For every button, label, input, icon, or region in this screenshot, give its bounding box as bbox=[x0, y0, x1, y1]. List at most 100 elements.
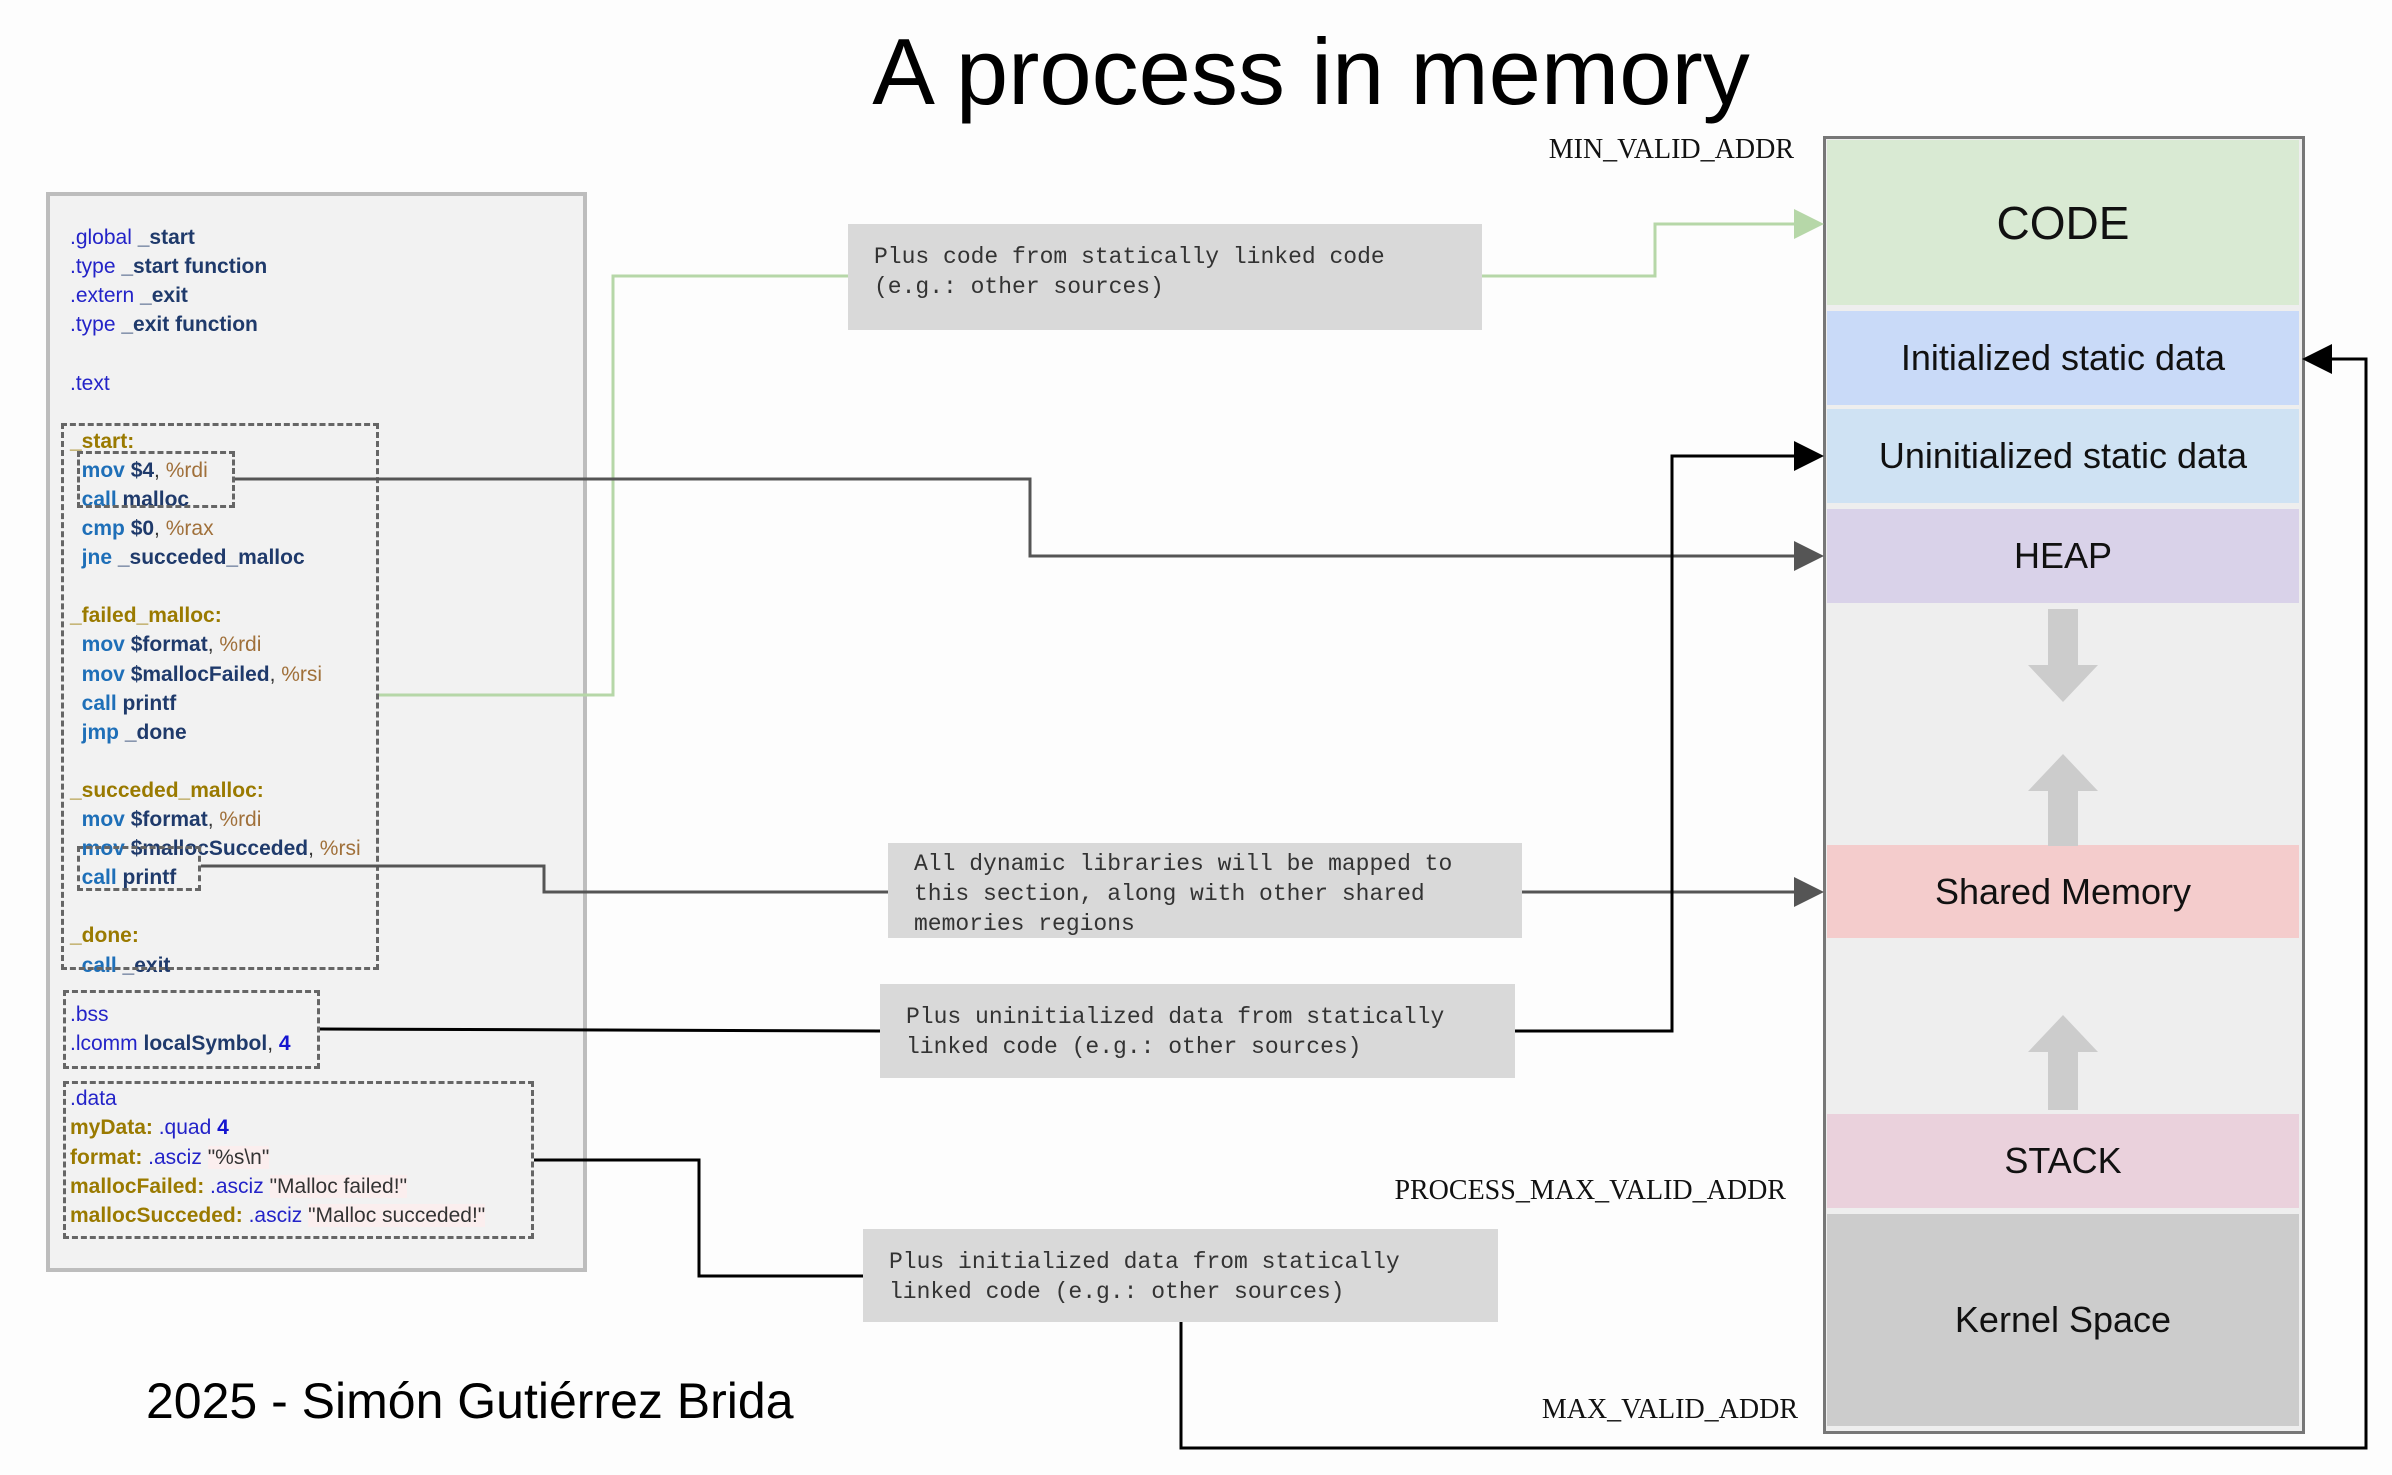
code-token-ins: call bbox=[81, 691, 123, 715]
segment-code: CODE bbox=[1827, 140, 2299, 305]
code-line: call printf bbox=[70, 864, 177, 892]
note-static-code: Plus code from statically linked code (e… bbox=[848, 224, 1482, 330]
code-token-sym: $mallocFailed bbox=[130, 662, 270, 686]
code-token-ins: mov bbox=[81, 458, 131, 482]
code-line: mov $format, %rdi bbox=[70, 806, 262, 834]
code-token-sym: _start function bbox=[121, 255, 268, 279]
code-token-reg: %rsi bbox=[281, 662, 323, 686]
code-line: .bss bbox=[70, 1001, 109, 1029]
segment-initialized-static-data: Initialized static data bbox=[1827, 311, 2299, 405]
note-shared-libraries: All dynamic libraries will be mapped to … bbox=[888, 843, 1522, 938]
code-token-plain: , bbox=[207, 633, 220, 657]
code-line: .global _start bbox=[70, 224, 195, 252]
code-token-dir: .lcomm bbox=[70, 1032, 144, 1056]
bss-section-box bbox=[63, 990, 320, 1069]
assembly-code-panel bbox=[46, 192, 587, 1272]
code-token-sym: $format bbox=[130, 808, 208, 831]
code-token-lbl: mallocFailed: bbox=[70, 1174, 211, 1198]
code-line: mallocSucceded: .asciz "Malloc succeded!… bbox=[70, 1202, 486, 1230]
connector-note-to-code bbox=[1482, 209, 1824, 278]
code-token-ins: jne bbox=[81, 546, 118, 570]
connector-malloc-to-heap bbox=[235, 477, 1824, 571]
max-valid-addr-label: MAX_VALID_ADDR bbox=[1541, 1394, 1798, 1425]
code-token-sym: $format bbox=[130, 633, 208, 657]
connector-text-to-note bbox=[379, 274, 848, 697]
code-token-reg: %rdi bbox=[219, 633, 262, 657]
code-token-sym: _exit bbox=[140, 284, 188, 308]
segment-shared-memory: Shared Memory bbox=[1827, 845, 2299, 938]
connector-data-to-note bbox=[534, 1158, 863, 1278]
code-token-lbl: format: bbox=[70, 1145, 149, 1169]
code-token-plain: , bbox=[308, 837, 320, 861]
code-token-lbl: mallocSucceded: bbox=[70, 1203, 249, 1227]
code-token-reg: %rax bbox=[165, 517, 214, 540]
code-token-sym: _start bbox=[137, 226, 195, 249]
code-token-dir: .type bbox=[70, 313, 122, 337]
connector-note-to-init bbox=[1179, 344, 2368, 1450]
code-token-dir: .extern bbox=[70, 284, 141, 308]
code-token-sym: _done bbox=[124, 720, 187, 744]
segment-kernel-space: Kernel Space bbox=[1827, 1214, 2299, 1426]
code-token-lbl: _done: bbox=[70, 924, 139, 948]
code-line: .type _start function bbox=[70, 253, 267, 281]
code-line: mov $mallocSucceded, %rsi bbox=[70, 835, 361, 863]
code-token-lbl: _start: bbox=[70, 429, 135, 453]
code-token-str: "Malloc failed!" bbox=[269, 1174, 408, 1198]
code-token-lbl: myData: bbox=[70, 1116, 159, 1140]
code-token-sym: localSymbol bbox=[143, 1032, 268, 1056]
code-line: _done: bbox=[70, 922, 139, 950]
author-credit: 2025 - Simón Gutiérrez Brida bbox=[146, 1373, 794, 1429]
segment-heap: HEAP bbox=[1827, 509, 2299, 603]
code-token-lbl: _failed_malloc: bbox=[70, 604, 222, 628]
code-line: _succeded_malloc: bbox=[70, 777, 264, 805]
code-line: jne _succeded_malloc bbox=[70, 544, 305, 572]
code-line: .type _exit function bbox=[70, 311, 258, 339]
min-valid-addr-label: MIN_VALID_ADDR bbox=[1548, 134, 1794, 165]
code-line: myData: .quad 4 bbox=[70, 1114, 229, 1142]
code-token-dir: .data bbox=[70, 1087, 117, 1111]
text-section-box bbox=[61, 423, 379, 970]
diagram-title: A process in memory bbox=[872, 19, 1750, 124]
code-token-ins: cmp bbox=[81, 517, 131, 540]
code-token-dir: .quad bbox=[158, 1116, 218, 1140]
code-line: _failed_malloc: bbox=[70, 602, 222, 630]
code-line: .data bbox=[70, 1085, 117, 1113]
code-token-ins: call bbox=[81, 866, 123, 890]
code-token-dir: .asciz bbox=[210, 1174, 270, 1198]
process-max-valid-addr-label: PROCESS_MAX_VALID_ADDR bbox=[1394, 1175, 1786, 1206]
code-token-ins: jmp bbox=[81, 720, 125, 744]
code-line: .lcomm localSymbol, 4 bbox=[70, 1030, 291, 1058]
code-token-sym: $0 bbox=[130, 517, 155, 540]
code-line: .extern _exit bbox=[70, 282, 188, 310]
code-token-plain: , bbox=[269, 662, 282, 686]
code-line: call _exit bbox=[70, 952, 171, 980]
code-line: jmp _done bbox=[70, 719, 187, 747]
malloc-call-box bbox=[77, 451, 235, 508]
printf-call-box bbox=[77, 846, 201, 891]
code-token-dir: .text bbox=[70, 371, 110, 395]
code-token-sym: printf bbox=[122, 866, 177, 890]
code-token-plain: , bbox=[207, 808, 220, 831]
code-token-ins: mov bbox=[81, 662, 131, 686]
code-line: mov $format, %rdi bbox=[70, 631, 262, 659]
connector-printf-to-note bbox=[201, 864, 888, 894]
segment-stack: STACK bbox=[1827, 1114, 2299, 1208]
code-token-num: 4 bbox=[278, 1032, 291, 1056]
code-line: mov $4, %rdi bbox=[70, 457, 208, 485]
code-token-reg: %rdi bbox=[165, 458, 208, 482]
code-line: call printf bbox=[70, 690, 177, 718]
code-token-ins: mov bbox=[81, 808, 131, 831]
code-token-dir: .asciz bbox=[148, 1145, 208, 1169]
connector-note-to-uninit bbox=[1515, 441, 1824, 1033]
code-token-plain: , bbox=[267, 1032, 279, 1056]
code-token-dir: .global bbox=[70, 226, 138, 249]
code-token-num: 4 bbox=[217, 1116, 229, 1140]
code-line: _start: bbox=[70, 428, 134, 456]
code-token-ins: call bbox=[81, 953, 123, 977]
code-token-plain: , bbox=[154, 517, 166, 540]
code-token-dir: .asciz bbox=[248, 1203, 309, 1227]
code-token-ins: mov bbox=[81, 633, 131, 657]
code-token-dir: .type bbox=[70, 255, 122, 279]
code-token-sym: printf bbox=[122, 691, 177, 715]
